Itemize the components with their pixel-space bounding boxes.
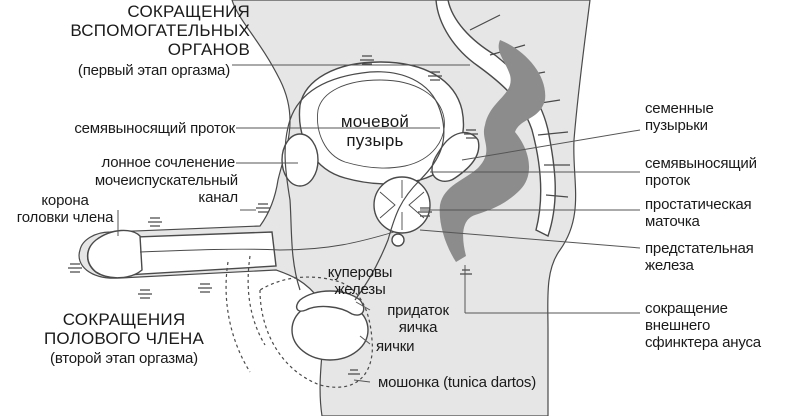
label-bladder: мочевой пузырь: [340, 112, 410, 150]
label-vas-deferens-right: семявыносящий проток: [645, 155, 757, 189]
label-prostatic-utricle: простатическая маточка: [645, 196, 752, 230]
cowper-gland: [391, 233, 405, 247]
penis: [86, 229, 395, 279]
label-corona: корона головки члена: [16, 192, 114, 226]
pubic-bone: [281, 133, 319, 187]
vas-deferens: [284, 71, 445, 301]
label-testes: яички: [376, 338, 415, 355]
label-cowper-glands: куперовы железы: [327, 264, 393, 298]
label-epididymis: придаток яичка: [387, 302, 449, 336]
accessory-contractions-title: СОКРАЩЕНИЯ ВСПОМОГАТЕЛЬНЫХ ОРГАНОВ: [70, 2, 250, 59]
penile-contractions-subtitle: (второй этап оргазма): [50, 350, 198, 367]
label-prostate: предстательная железа: [645, 240, 754, 274]
contraction-marks: [68, 55, 478, 375]
epididymis-shape: [295, 290, 365, 316]
accessory-contractions-subtitle: (первый этап оргазма): [77, 62, 230, 79]
label-seminal-vesicles: семенные пузырьки: [645, 100, 714, 134]
label-urethra: мочеиспускательный канал: [94, 172, 238, 206]
label-sphincter-contraction: сокращение внешнего сфинктера ануса: [645, 300, 761, 351]
label-pubic-symphysis: лонное сочленение: [101, 154, 235, 171]
scrotum-outline: [259, 276, 373, 388]
leader-lines: [117, 64, 641, 383]
rectum: [439, 40, 546, 262]
penile-contractions-title: СОКРАЩЕНИЯ ПОЛОВОГО ЧЛЕНА: [43, 310, 205, 348]
label-scrotum: мошонка (tunica dartos): [378, 374, 536, 391]
seminal-vesicles-shape: [431, 131, 480, 182]
label-vas-deferens-left: семявыносящий проток: [74, 120, 235, 137]
prostate-gland: [373, 176, 431, 234]
